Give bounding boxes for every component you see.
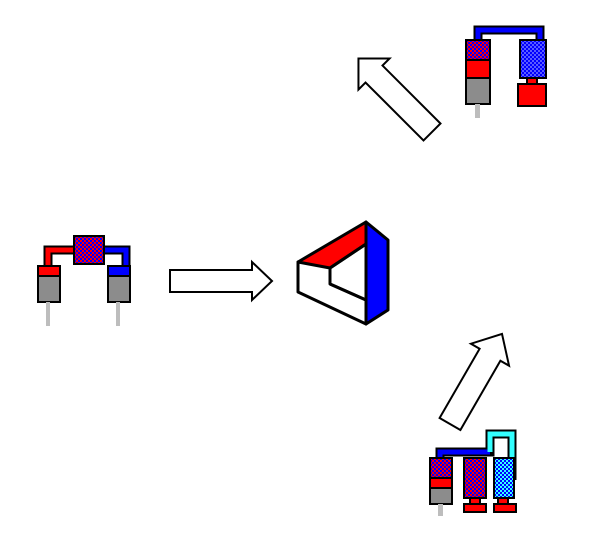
arrow-topright-to-center bbox=[357, 57, 442, 142]
engine-beta-icon bbox=[465, 25, 547, 118]
engine-alpha-icon bbox=[37, 235, 131, 326]
arrow-bottomright-to-center bbox=[438, 332, 511, 432]
impossible-triangle bbox=[296, 220, 390, 326]
engine-gamma-icon bbox=[429, 429, 517, 516]
arrow-left-to-center bbox=[169, 259, 274, 303]
